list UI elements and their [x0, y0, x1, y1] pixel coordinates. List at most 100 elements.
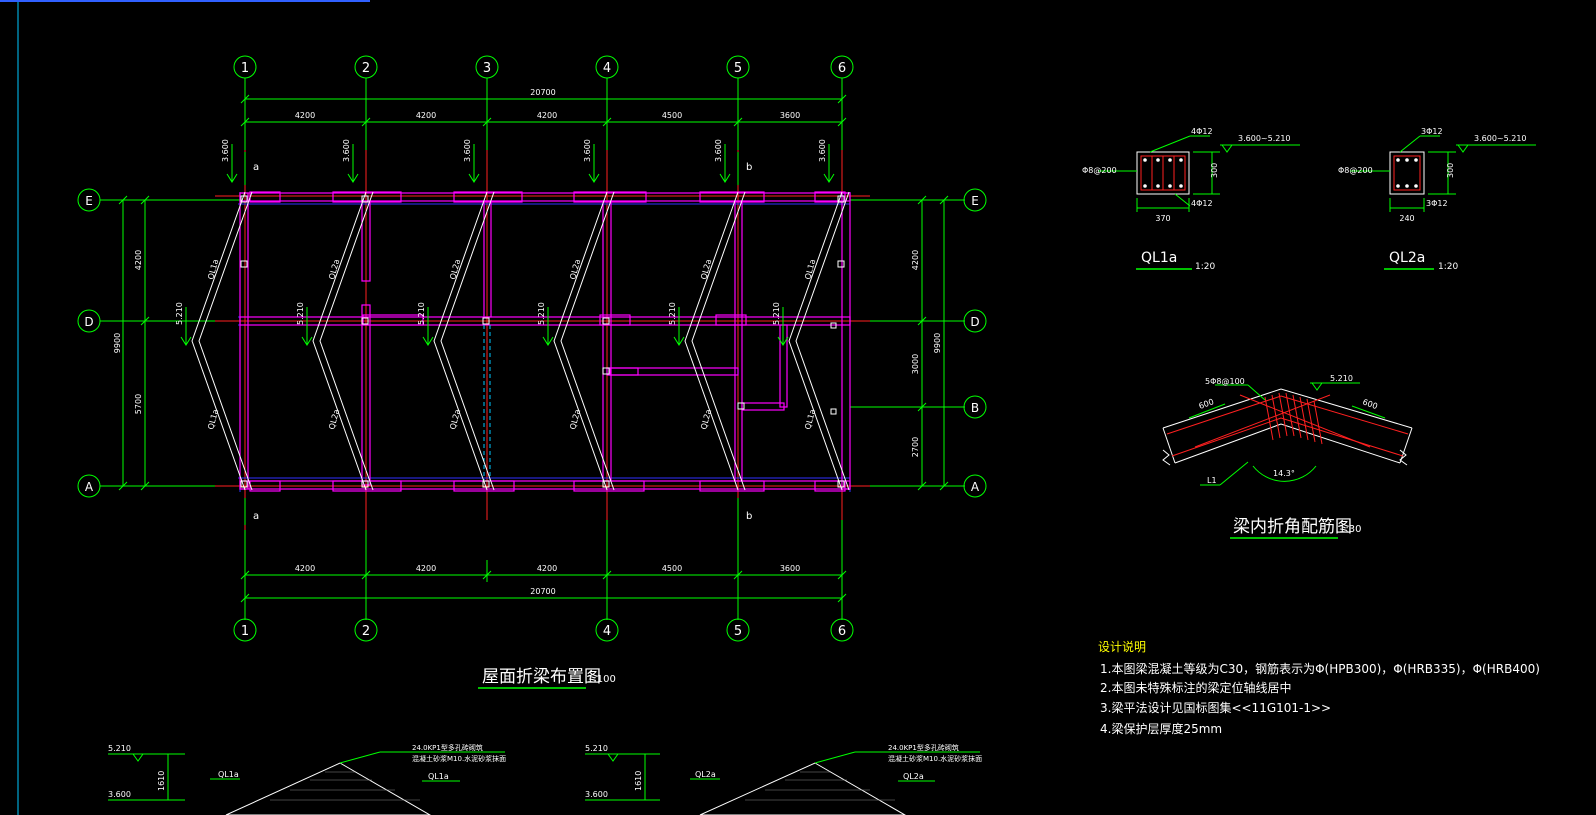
axis-bubble-E-right[interactable]: E	[963, 188, 987, 212]
elev-top-4: 3.600	[583, 139, 592, 162]
detail-leaders	[1188, 382, 1386, 486]
bsec-right-height: 1610	[634, 771, 643, 791]
bsec-right-beam: QL2a	[695, 770, 716, 779]
bsec-right-elev-top: 5.210	[585, 744, 608, 753]
bsec-left-hatch	[270, 771, 420, 801]
ql1a-elevation: 3.600~5.210	[1238, 134, 1291, 143]
axis-bubble-A-left[interactable]: A	[77, 474, 101, 498]
bsec-left-roof	[225, 762, 431, 815]
axis-bubble-2-top[interactable]: 2	[354, 55, 378, 79]
svg-text:QL2a: QL2a	[568, 258, 582, 280]
axis-bubble-D-right[interactable]: D	[963, 309, 987, 333]
bsec-left-note1: 24.0KP1型多孔砖砌筑	[412, 743, 483, 752]
elevation-5210-markers: 5.210 5.210 5.210 5.210 5.210 5.210	[175, 302, 789, 346]
section-a-top: a	[253, 162, 259, 173]
bottom-span-2: 4200	[416, 564, 436, 573]
svg-text:2: 2	[362, 61, 370, 76]
ql1a-top-bar: 4Φ12	[1191, 127, 1213, 136]
svg-text:QL2a: QL2a	[699, 258, 713, 280]
design-notes[interactable]: 设计说明 1.本图梁混凝土等级为C30，钢筋表示为Φ(HPB300)，Φ(HRB…	[1098, 639, 1540, 736]
axis-bubble-4-top[interactable]: 4	[595, 55, 619, 79]
ql2a-elevation: 3.600~5.210	[1474, 134, 1527, 143]
top-total-dim: 20700	[530, 88, 555, 97]
row-grid-lines	[100, 199, 965, 487]
axis-bubble-1-bottom[interactable]: 1	[233, 618, 257, 642]
column-markers	[240, 195, 845, 488]
bottom-section-right[interactable]: 5.210 3.600 1610 QL2a QL2a 24.0KP1型多孔砖砌筑…	[585, 743, 982, 815]
detail-beam: L1	[1207, 476, 1217, 485]
roof-beam-plan[interactable]: a a b b 3.600 3.600 3.600 3.600 3.600 3.…	[77, 55, 987, 689]
right-dimension-lines	[917, 195, 949, 491]
detail-stirrup: 5Φ8@100	[1205, 377, 1245, 386]
ql2a-height: 300	[1446, 163, 1455, 178]
bsec-right-elev-bottom: 3.600	[585, 790, 608, 799]
elev-mid-4: 5.210	[537, 302, 546, 325]
bsec-right-roof	[699, 762, 906, 815]
ql2a-top-bar: 3Φ12	[1421, 127, 1443, 136]
elev-mid-2: 5.210	[296, 302, 305, 325]
bsec-right-hatch	[745, 771, 895, 801]
axis-bubble-E-left[interactable]: E	[77, 188, 101, 212]
ql2a-rebar-dots	[1396, 158, 1418, 188]
beam-fold-detail[interactable]: 5Φ8@100 5.210 600 600 14.3° L1 梁内折角配筋图 1…	[1162, 374, 1413, 539]
ql2a-stirrup: Φ8@200	[1338, 166, 1373, 175]
svg-text:QL2a: QL2a	[448, 258, 462, 280]
axis-bubble-A-right[interactable]: A	[963, 474, 987, 498]
ql1a-height: 300	[1210, 163, 1219, 178]
svg-text:A: A	[85, 480, 94, 494]
svg-text:E: E	[85, 194, 93, 208]
svg-text:4: 4	[603, 61, 611, 76]
bsec-left-height: 1610	[157, 771, 166, 791]
svg-text:D: D	[84, 315, 93, 329]
section-ql2a[interactable]: 3Φ12 3Φ12 Φ8@200 240 300 3.600~5.210 QL2…	[1338, 127, 1536, 272]
axis-bubble-5-top[interactable]: 5	[726, 55, 750, 79]
elev-mid-1: 5.210	[175, 302, 184, 325]
top-span-2: 4200	[416, 111, 436, 120]
detail-title: 梁内折角配筋图	[1233, 517, 1352, 537]
svg-text:QL1a: QL1a	[803, 258, 817, 280]
slab-edge-lines	[238, 192, 851, 492]
beam-outlines	[239, 191, 851, 492]
bottom-section-left[interactable]: 5.210 3.600 1610 QL1a QL1a 24.0KP1型多孔砖砌筑…	[108, 743, 506, 815]
left-span-1: 4200	[134, 250, 143, 270]
svg-text:QL2a: QL2a	[327, 408, 341, 430]
section-b-top: b	[746, 162, 752, 173]
svg-text:E: E	[971, 194, 979, 208]
left-span-2: 5700	[134, 394, 143, 414]
axis-bubble-2-bottom[interactable]: 2	[354, 618, 378, 642]
bsec-left-elev-bottom: 3.600	[108, 790, 131, 799]
top-span-1: 4200	[295, 111, 315, 120]
svg-text:QL1a: QL1a	[206, 258, 220, 280]
detail-angle: 14.3°	[1273, 469, 1295, 478]
section-a-bottom: a	[253, 511, 259, 522]
axis-bubble-D-left[interactable]: D	[77, 309, 101, 333]
ql2a-width: 240	[1399, 214, 1414, 223]
svg-text:B: B	[971, 401, 979, 415]
ql1a-dim-lines	[1098, 135, 1300, 212]
axis-bubble-5-bottom[interactable]: 5	[726, 618, 750, 642]
svg-text:QL2a: QL2a	[699, 408, 713, 430]
axis-bubble-B-right[interactable]: B	[963, 395, 987, 419]
ql1a-scale: 1:20	[1195, 262, 1215, 272]
svg-text:QL2a: QL2a	[448, 408, 462, 430]
ql2a-scale: 1:20	[1438, 262, 1458, 272]
elev-top-6: 3.600	[818, 139, 827, 162]
svg-text:6: 6	[838, 61, 846, 76]
bottom-total-dim: 20700	[530, 587, 555, 596]
top-span-4: 4500	[662, 111, 682, 120]
svg-text:QL2a: QL2a	[327, 258, 341, 280]
axis-bubble-4-bottom[interactable]: 4	[595, 618, 619, 642]
ql1a-stirrup: Φ8@200	[1082, 166, 1117, 175]
section-ql1a[interactable]: 4Φ12 4Φ12 Φ8@200 370 300 3.600~5.210 QL1…	[1082, 127, 1300, 272]
plan-title: 屋面折梁布置图	[482, 667, 601, 687]
axis-bubble-6-bottom[interactable]: 6	[830, 618, 854, 642]
elev-mid-5: 5.210	[668, 302, 677, 325]
axis-bubble-1-top[interactable]: 1	[233, 55, 257, 79]
axis-bubble-6-top[interactable]: 6	[830, 55, 854, 79]
svg-text:6: 6	[838, 624, 846, 639]
svg-text:QL1a: QL1a	[206, 408, 220, 430]
ql1a-bottom-bar: 4Φ12	[1191, 199, 1213, 208]
axis-bubble-3-top[interactable]: 3	[475, 55, 499, 79]
detail-beam-outline	[1162, 388, 1413, 464]
